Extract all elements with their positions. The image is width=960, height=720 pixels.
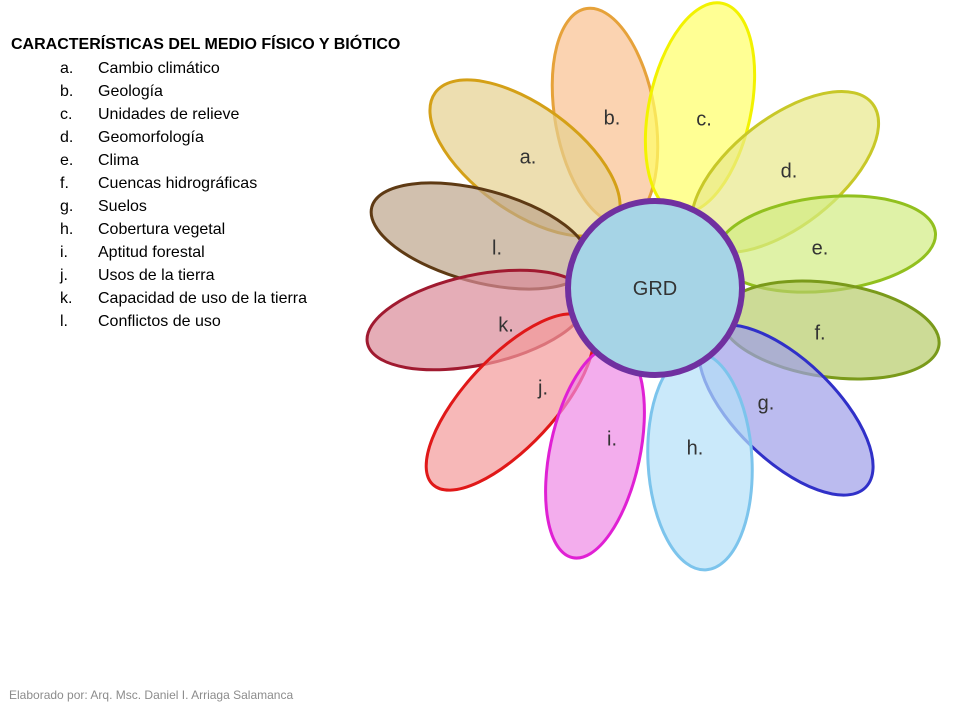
petal-label: j. [537, 377, 548, 399]
legend-item: f. Cuencas hidrográficas [60, 172, 307, 195]
petal-label: l. [492, 237, 502, 259]
petal-label: c. [696, 108, 712, 130]
legend-key: d. [60, 129, 74, 146]
legend-key: k. [60, 290, 73, 307]
legend-label: Unidades de relieve [98, 106, 240, 123]
legend-title: CARACTERÍSTICAS DEL MEDIO FÍSICO Y BIÓTI… [11, 36, 401, 53]
legend-key: l. [60, 313, 68, 330]
legend-key: c. [60, 106, 73, 123]
legend-item: h. Cobertura vegetal [60, 218, 307, 241]
petal-label: g. [758, 392, 775, 414]
legend-key: g. [60, 198, 74, 215]
center-label: GRD [633, 278, 677, 300]
legend-label: Suelos [98, 198, 147, 215]
legend-item: d. Geomorfología [60, 126, 307, 149]
legend-item: e. Clima [60, 149, 307, 172]
legend-item: k. Capacidad de uso de la tierra [60, 287, 307, 310]
petal-group: b. c. a. d. l. e. f. k. j. g. i. h. [365, 1, 941, 572]
legend-key: b. [60, 83, 74, 100]
legend-label: Geología [98, 83, 163, 100]
petal-label: k. [498, 314, 514, 336]
legend-label: Capacidad de uso de la tierra [98, 290, 308, 307]
petal: i. [544, 344, 646, 560]
petal-label: h. [687, 437, 704, 459]
legend-label: Conflictos de uso [98, 313, 221, 330]
legend-label: Usos de la tierra [98, 267, 215, 284]
center-circle: GRD [565, 198, 745, 378]
legend-item: i. Aptitud forestal [60, 241, 307, 264]
legend-list: a. Cambio climático b. Geología c. Unidades d… [60, 57, 307, 333]
legend-label: Cuencas hidrográficas [98, 175, 258, 192]
legend-key: h. [60, 221, 74, 238]
legend-item: j. Usos de la tierra [60, 264, 307, 287]
legend-key: i. [60, 244, 68, 261]
legend-key: f. [60, 175, 69, 192]
petal-label: f. [814, 322, 825, 344]
author-credit: Elaborado por: Arq. Msc. Daniel I. Arria… [9, 688, 294, 702]
legend-item: a. Cambio climático [60, 57, 307, 80]
center-disc [565, 198, 745, 378]
petal-label: i. [607, 428, 617, 450]
petal-label: e. [812, 237, 829, 259]
legend-item: l. Conflictos de uso [60, 310, 307, 333]
legend-key: e. [60, 152, 74, 169]
legend-label: Cobertura vegetal [98, 221, 226, 238]
legend-key: j. [60, 267, 68, 284]
petal-label: d. [781, 160, 798, 182]
legend-key: a. [60, 60, 74, 77]
legend-label: Clima [98, 152, 139, 169]
legend-label: Aptitud forestal [98, 244, 205, 261]
legend-label: Cambio climático [98, 60, 220, 77]
petal-label: a. [520, 146, 537, 168]
petal-label: b. [604, 107, 621, 129]
legend-item: b. Geología [60, 80, 307, 103]
legend-item: g. Suelos [60, 195, 307, 218]
legend-label: Geomorfología [98, 129, 204, 146]
legend-item: c. Unidades de relieve [60, 103, 307, 126]
